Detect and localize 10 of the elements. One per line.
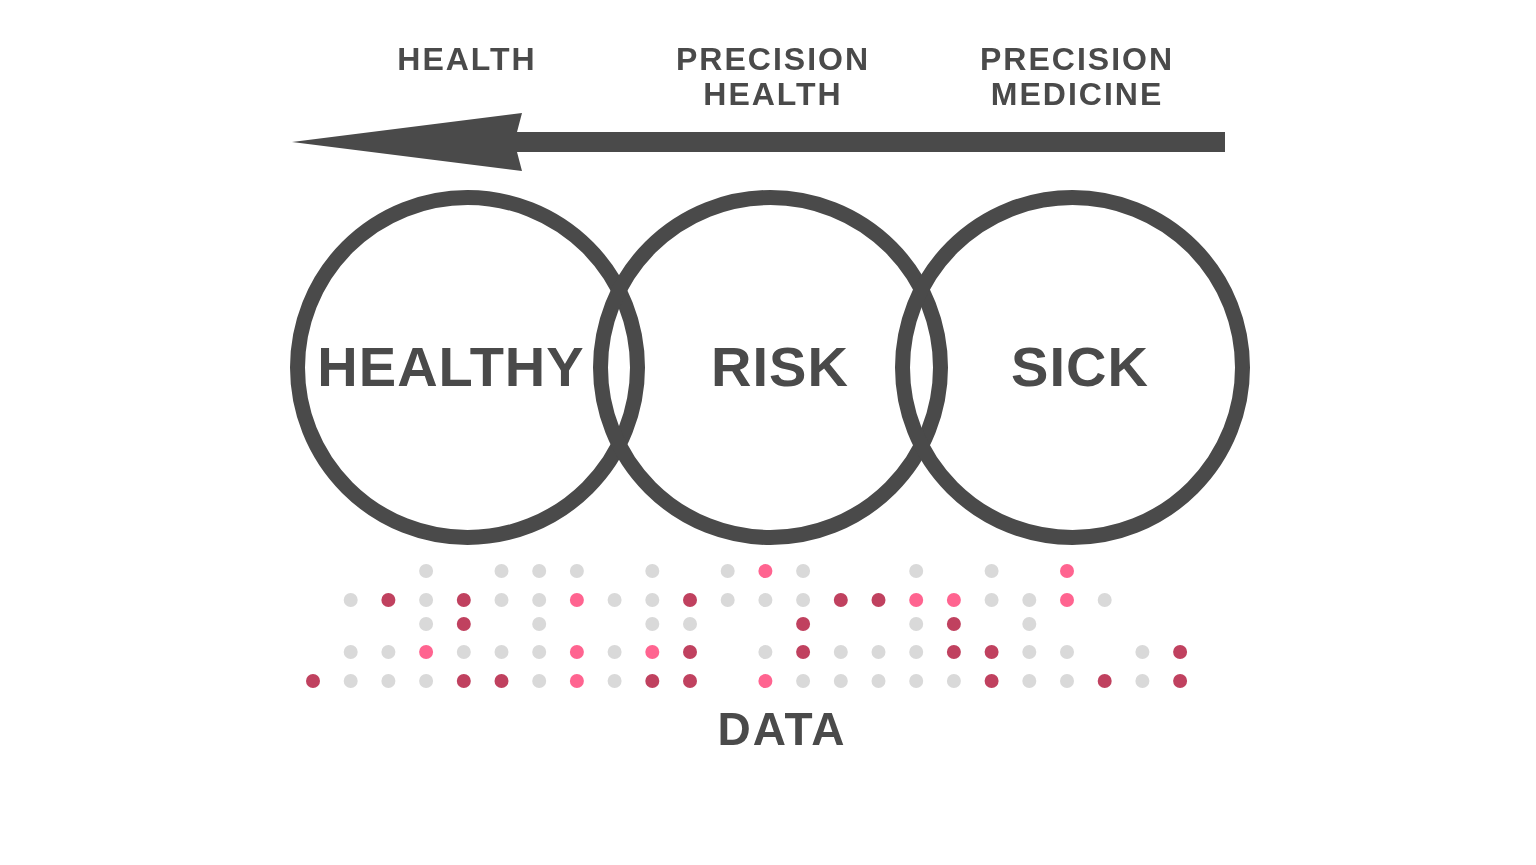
data-label: DATA	[717, 704, 847, 755]
stage-label: RISK	[711, 339, 849, 395]
stage-circle	[592, 189, 948, 545]
approach-label: PRECISION MEDICINE	[979, 42, 1175, 113]
approach-label: PRECISION HEALTH	[675, 42, 871, 113]
stage-label: HEALTHY	[317, 339, 585, 395]
approach-label: HEALTH	[397, 42, 537, 78]
stage-circle	[289, 189, 645, 545]
stage-circle	[894, 189, 1250, 545]
stage-label: SICK	[1011, 339, 1149, 395]
